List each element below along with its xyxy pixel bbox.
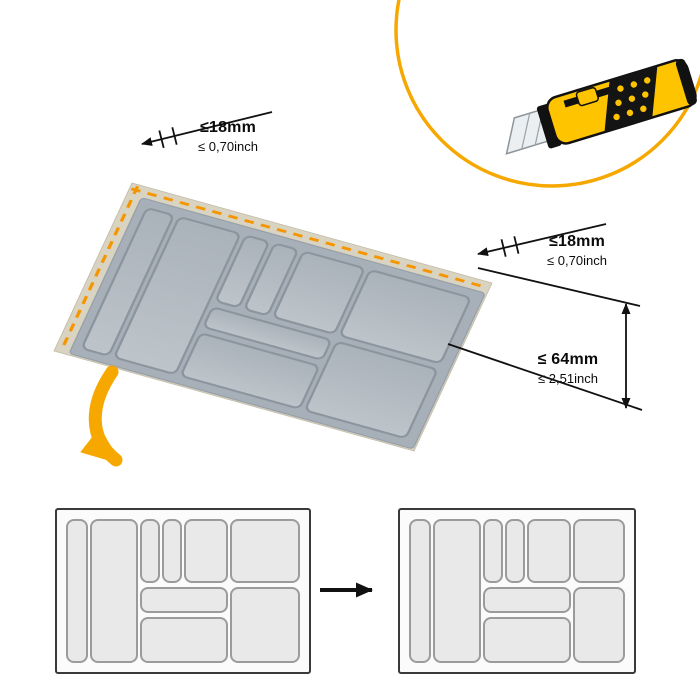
- dimension-right: [477, 223, 607, 257]
- compartment: [483, 617, 571, 663]
- tray-compartment: [216, 235, 269, 308]
- dim-depth-inch: ≤ 2,51inch: [538, 371, 598, 387]
- dim-label-depth: ≤ 64mm ≤ 2,51inch: [518, 350, 618, 387]
- compartment: [573, 519, 625, 583]
- tray-schematic-before: [55, 508, 311, 674]
- dimension-tick: [513, 236, 520, 254]
- dimension-line: [477, 223, 607, 257]
- compartment: [90, 519, 138, 663]
- compartment: [483, 587, 571, 613]
- tray-compartments: [82, 208, 471, 438]
- compartment: [230, 587, 300, 663]
- extension-line: [447, 343, 643, 411]
- tray-compartment: [340, 270, 471, 364]
- tray-3d: [53, 182, 493, 452]
- compartment: [527, 519, 571, 583]
- compartment: [483, 519, 503, 583]
- dimension-tick: [171, 127, 178, 145]
- compartment: [573, 587, 625, 663]
- schematic-compartments: [409, 519, 625, 663]
- schematic-compartments: [66, 519, 300, 663]
- knife-grip-dots: [613, 77, 651, 121]
- compartment: [140, 519, 160, 583]
- tray-compartment: [305, 342, 437, 438]
- tray-schematic-after: [398, 508, 636, 674]
- compartment: [409, 519, 431, 663]
- dimension-line: [141, 111, 273, 146]
- dim-top-mm: ≤18mm: [199, 119, 257, 136]
- compartment: [140, 587, 228, 613]
- dim-label-top: ≤18mm ≤ 0,70inch: [168, 118, 288, 155]
- dim-right-inch: ≤ 0,70inch: [547, 253, 607, 269]
- highlight-circle: [394, 0, 700, 188]
- dim-depth-mm: ≤ 64mm: [537, 351, 599, 368]
- knife-end-cap: [675, 58, 697, 106]
- tray-compartment: [181, 333, 319, 409]
- compartment: [140, 617, 228, 663]
- knife-slider: [575, 86, 599, 107]
- dimension-tick: [500, 239, 507, 257]
- compartment: [66, 519, 88, 663]
- dim-top-inch: ≤ 0,70inch: [198, 139, 258, 155]
- compartment: [433, 519, 481, 663]
- tray-compartment: [245, 243, 298, 316]
- dim-right-mm: ≤18mm: [548, 233, 606, 250]
- tray-compartment: [204, 307, 331, 360]
- extension-line: [477, 267, 641, 307]
- utility-knife-icon: [505, 58, 697, 155]
- dimension-top: [141, 111, 273, 149]
- tray-compartment: [273, 251, 364, 334]
- dim-label-right: ≤18mm ≤ 0,70inch: [517, 232, 637, 269]
- compartment: [505, 519, 525, 583]
- dimension-tick: [158, 130, 165, 149]
- compartment: [230, 519, 300, 583]
- tray-compartment: [114, 217, 240, 374]
- blade-segment-line: [521, 113, 531, 150]
- compartment: [162, 519, 182, 583]
- compartment: [184, 519, 228, 583]
- tray-compartment: [82, 208, 174, 356]
- curved-arrow-icon: [80, 365, 123, 467]
- dimension-depth: [447, 267, 643, 411]
